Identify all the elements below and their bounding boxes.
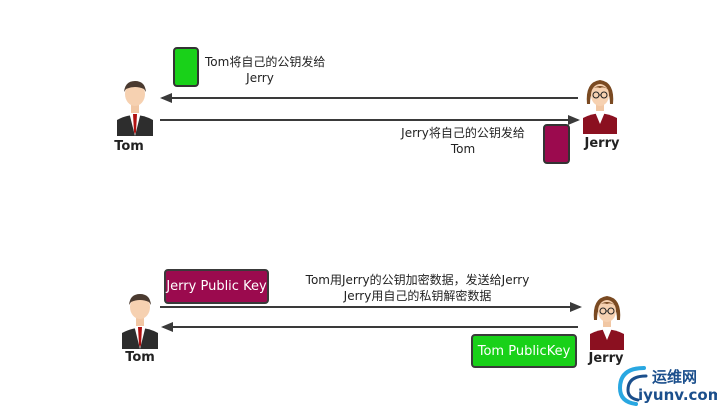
jerry-avatar-top (580, 74, 620, 134)
tom-name-bottom: Tom (125, 350, 155, 365)
jerry-name-top: Jerry (584, 136, 620, 151)
top-msg-to-tom: Tom将自己的公钥发给 Jerry (205, 55, 326, 85)
jerry-avatar-bottom (587, 290, 627, 350)
jerry-name-bottom: Jerry (588, 351, 624, 366)
tom-avatar-top (113, 76, 157, 136)
tom-name-top: Tom (114, 139, 144, 154)
tom-public-key-box: Tom PublicKey (471, 334, 577, 368)
jerry-public-key-crimson (543, 124, 570, 164)
jerry-public-key-box: Jerry Public Key (164, 269, 269, 304)
top-msg-to-jerry: Jerry将自己的公钥发给 Tom (401, 126, 525, 156)
tom-public-key-green (173, 47, 199, 87)
tom-avatar-bottom (118, 289, 162, 349)
bottom-encrypt-message: Tom用Jerry的公钥加密数据，发送给Jerry Jerry用自己的私钥解密数… (305, 273, 530, 303)
watermark-cn: 运维网 (652, 368, 698, 386)
watermark-url: iyunv.com (638, 386, 717, 404)
watermark-swirl-icon (617, 366, 648, 406)
watermark-logo: 运维网 iyunv.com (614, 362, 717, 408)
